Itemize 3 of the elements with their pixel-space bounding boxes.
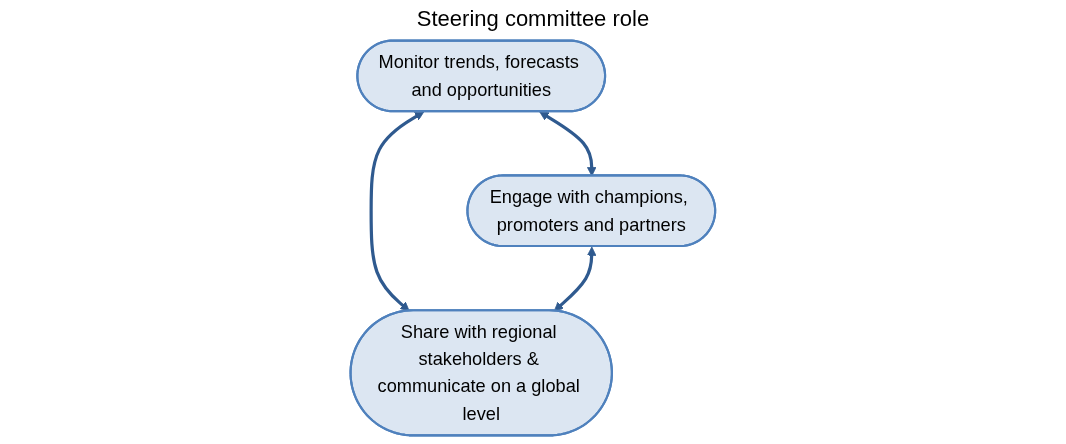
arrow: [369, 111, 425, 312]
arrow: [554, 246, 597, 312]
center-label: Steering committee role: [416, 6, 650, 32]
